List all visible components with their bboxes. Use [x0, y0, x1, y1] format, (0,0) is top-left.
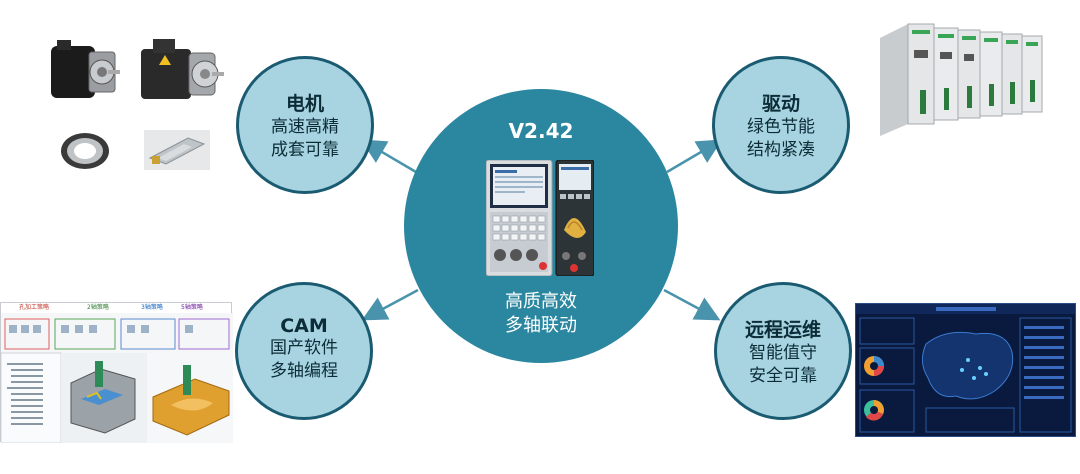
- remote-ops-dashboard: [855, 303, 1076, 437]
- node-cam-line1: 国产软件: [270, 338, 338, 358]
- cam-tab-2axis: 2轴策略: [87, 304, 109, 311]
- node-ops: 远程运维 智能值守 安全可靠: [714, 282, 852, 420]
- node-motor: 电机 高速高精 成套可靠: [236, 56, 374, 194]
- node-drive-title: 驱动: [761, 93, 800, 115]
- node-cam-line2: 多轴编程: [270, 361, 338, 381]
- hub-version: V2.42: [508, 119, 574, 143]
- cam-tab-3axis: 3轴策略: [141, 304, 163, 311]
- node-drive: 驱动 绿色节能 结构紧凑: [712, 56, 850, 194]
- cam-software-window: 孔加工策略 2轴策略 3轴策略 5轴策略: [0, 302, 233, 443]
- servo-drive-rack-image: [878, 20, 1046, 136]
- cam-tab-hole: 孔加工策略: [19, 304, 50, 311]
- hub-line1: 高质高效: [505, 291, 577, 312]
- node-motor-line2: 成套可靠: [271, 140, 339, 160]
- center-hub: V2.42 高质: [404, 89, 678, 363]
- arrow-to-cam: [361, 288, 419, 321]
- node-motor-line1: 高速高精: [271, 117, 339, 137]
- node-cam-title: CAM: [280, 315, 328, 337]
- cam-tab-5axis: 5轴策略: [181, 304, 203, 311]
- arrow-to-drive: [666, 139, 723, 174]
- node-drive-line1: 绿色节能: [747, 117, 815, 137]
- node-ops-line2: 安全可靠: [749, 366, 817, 386]
- arrow-to-ops: [663, 288, 721, 321]
- servo-motor-image-2: [137, 37, 225, 107]
- node-ops-title: 远程运维: [744, 319, 821, 341]
- linear-motor-image: [144, 130, 210, 170]
- node-motor-title: 电机: [285, 93, 324, 115]
- node-ops-line1: 智能值守: [749, 343, 817, 363]
- spindle-ring-image: [58, 128, 112, 174]
- cnc-controller-image: [485, 159, 595, 277]
- node-drive-line2: 结构紧凑: [747, 140, 815, 160]
- servo-motor-image-1: [45, 38, 121, 106]
- node-cam: CAM 国产软件 多轴编程: [235, 282, 373, 420]
- arrow-to-motor: [360, 139, 417, 174]
- hub-line2: 多轴联动: [505, 315, 577, 336]
